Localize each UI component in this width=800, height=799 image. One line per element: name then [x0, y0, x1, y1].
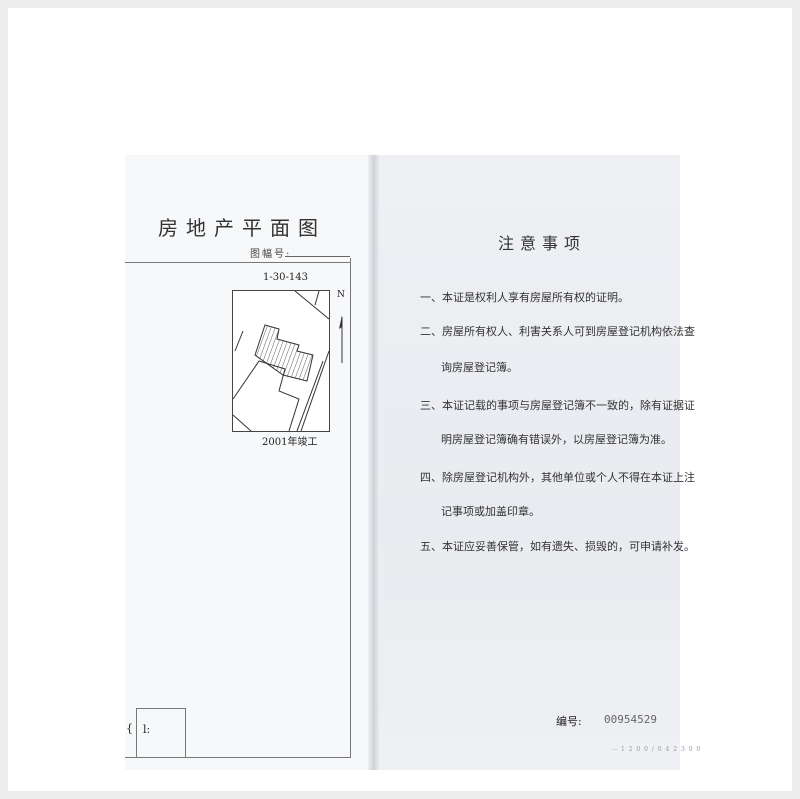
- scale-box: l:: [136, 708, 186, 758]
- notice-item-continued: 明房屋登记簿确有错误外，以房屋登记簿为准。: [441, 433, 672, 446]
- sheet-number-line: [285, 256, 350, 257]
- frame-bottom-line: [125, 757, 350, 758]
- serial-number: 00954529: [604, 713, 657, 726]
- site-plan-drawing: [232, 290, 330, 432]
- notice-item-continued: 记事项或加盖印章。: [441, 505, 540, 518]
- notice-title: 注意事项: [498, 234, 587, 253]
- page-fold: [368, 155, 380, 770]
- site-plan-map: [232, 290, 330, 432]
- notice-item: 五、本证应妥善保管，如有遗失、损毁的，可申请补发。: [420, 540, 695, 553]
- right-page: [378, 155, 680, 770]
- frame-top-line: [125, 262, 350, 263]
- notice-item-continued: 询房屋登记簿。: [441, 361, 518, 374]
- left-page: [125, 155, 370, 770]
- notice-item: 三、本证记载的事项与房屋登记簿不一致的，除有证据证: [420, 399, 695, 412]
- north-arrow-icon: [339, 315, 343, 363]
- print-code: -- 1 2 0 0 / 0 4 2 3 0 0: [612, 746, 702, 753]
- notice-item: 四、除房屋登记机构外，其他单位或个人不得在本证上注: [420, 471, 695, 484]
- north-label: N: [337, 290, 345, 300]
- serial-label: 编号:: [556, 715, 582, 728]
- completion-year: 2001年竣工: [262, 437, 318, 448]
- scale-text: l:: [143, 723, 151, 736]
- floor-plan-title: 房地产平面图: [158, 216, 326, 240]
- sheet-number-label: 图幅号:: [250, 249, 292, 260]
- notice-item: 一、本证是权利人享有房屋所有权的证明。: [420, 291, 629, 304]
- notice-item: 二、房屋所有权人、利害关系人可到房屋登记机构依法查: [420, 325, 695, 338]
- map-number: 1-30-143: [263, 272, 308, 283]
- edge-fragment: {: [126, 722, 133, 735]
- frame-right-line: [350, 258, 351, 758]
